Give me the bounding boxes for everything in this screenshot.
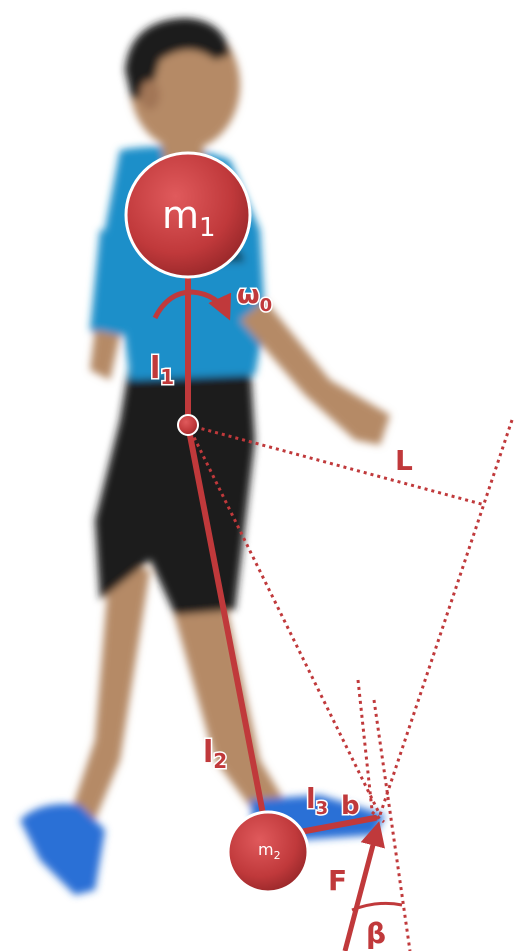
front-arm [240, 300, 390, 445]
F-label: F [328, 864, 347, 897]
line-long-right [380, 420, 512, 815]
rear-arm [90, 330, 120, 380]
beta-label: β [366, 917, 386, 950]
l3-label: l3 [306, 782, 328, 819]
rear-leg [70, 560, 150, 820]
line-vertical-left [358, 680, 372, 810]
shorts [95, 360, 255, 615]
rear-shoe [20, 804, 105, 895]
b-label: b [341, 791, 360, 821]
hip-joint [178, 415, 198, 435]
ear [140, 80, 160, 110]
L-label: L [395, 444, 413, 477]
